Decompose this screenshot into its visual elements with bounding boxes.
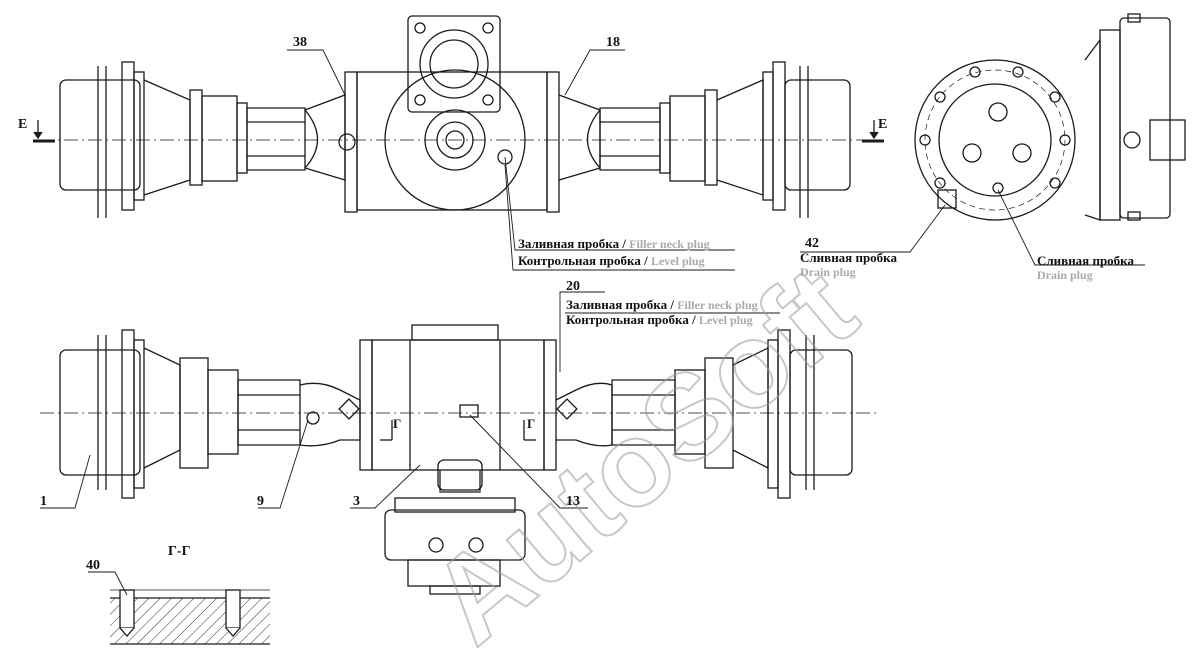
drain-plug-boss (937, 189, 957, 209)
right-hub-front (789, 349, 853, 476)
right-hub-top (784, 79, 851, 191)
front-view (40, 324, 880, 595)
gamma-right-label: Г (527, 416, 535, 431)
left-hub-top (59, 79, 141, 191)
right-flange-top (772, 61, 786, 211)
level-plug-label-1: Контрольная пробка / Level plug (518, 253, 705, 268)
center-housing-front (371, 339, 545, 471)
callout-42: 42 (805, 236, 819, 251)
drain-plug-side (992, 182, 1004, 194)
input-flange-square (407, 15, 501, 113)
filler-plug-label-2: Заливная пробка / Filler neck plug (566, 297, 758, 312)
callout-20: 20 (566, 279, 580, 294)
callout-18: 18 (606, 35, 620, 50)
section-gg-title: Г-Г (168, 544, 191, 559)
drain-plug-label-1-en: Drain plug (800, 265, 856, 279)
callout-9: 9 (257, 494, 264, 509)
callout-3: 3 (353, 494, 360, 509)
filler-plug-label-1: Заливная пробка / Filler neck plug (518, 236, 710, 251)
left-hub-front (59, 349, 141, 476)
gamma-left-label: Г (393, 416, 401, 431)
side-view (914, 13, 1186, 221)
filler-plug-top (497, 149, 513, 165)
breather-top (338, 133, 356, 151)
top-view (33, 15, 884, 218)
left-flange-top (121, 61, 135, 211)
callout-40: 40 (86, 558, 100, 573)
section-gg (110, 589, 270, 645)
drain-plug-label-2-en: Drain plug (1037, 268, 1093, 282)
section-e-left-label: E (18, 117, 27, 132)
level-plug-label-2: Контрольная пробка / Level plug (566, 312, 753, 327)
drain-plug-label-2-ru: Сливная пробка (1037, 253, 1134, 268)
leader-lines (40, 49, 1145, 596)
callout-1: 1 (40, 494, 47, 509)
callout-38: 38 (293, 35, 307, 50)
section-e-right-label: E (878, 117, 887, 132)
drain-plug-label-1-ru: Сливная пробка (800, 250, 897, 265)
callout-13: 13 (566, 494, 580, 509)
side-housing-circle (914, 59, 1076, 221)
